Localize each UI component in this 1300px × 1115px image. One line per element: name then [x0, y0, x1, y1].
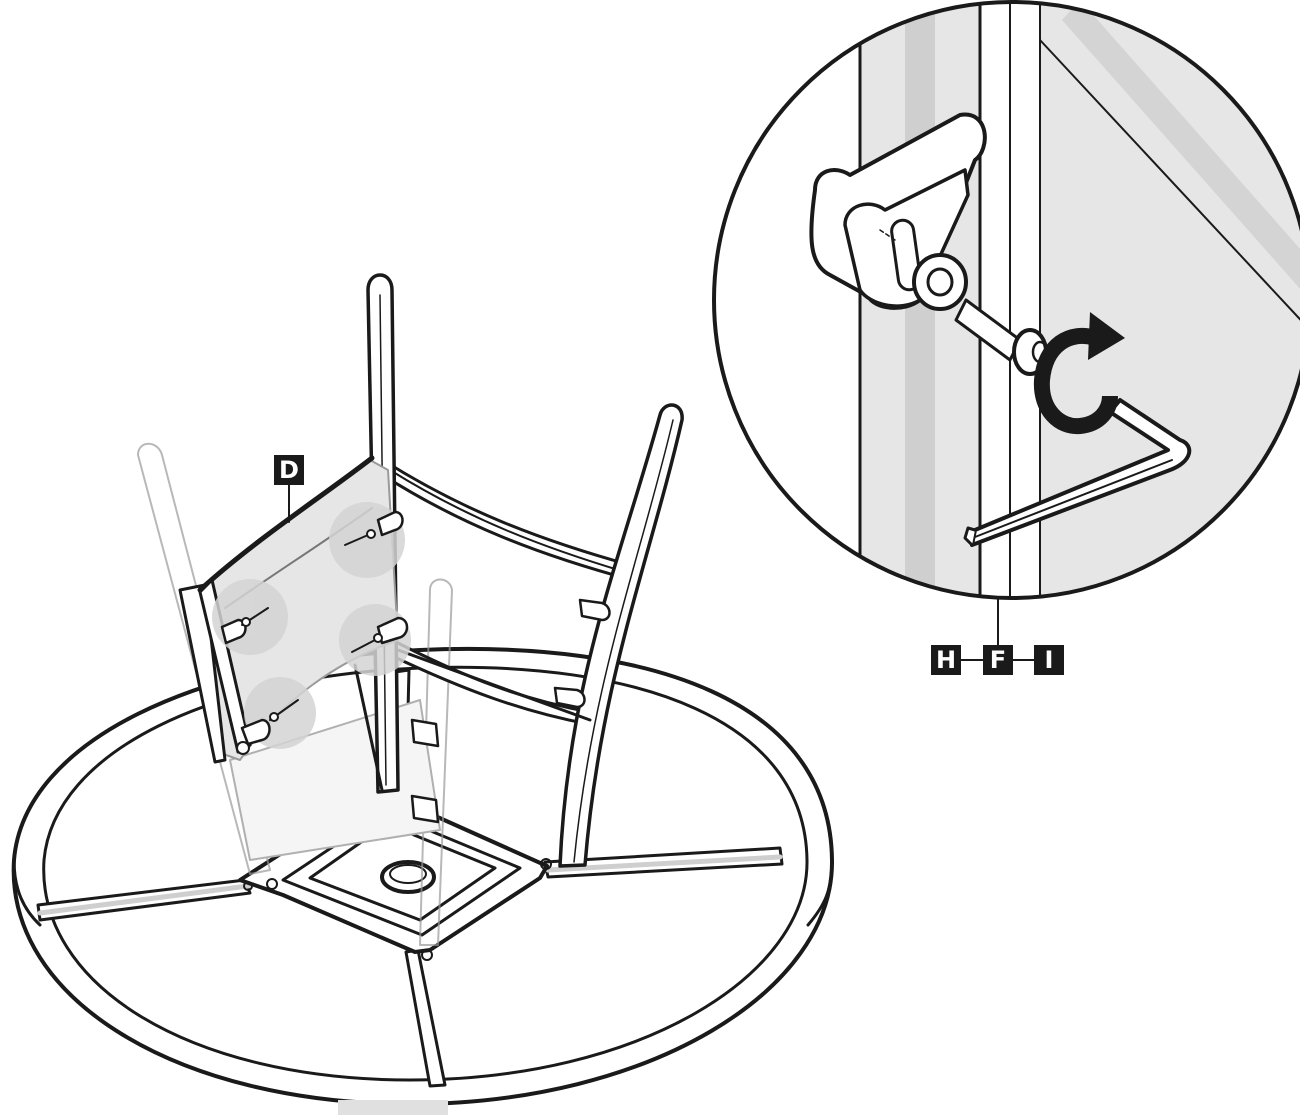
table-frame [137, 273, 684, 946]
detail-bolt-shaft [954, 298, 1022, 362]
brackets [220, 510, 611, 824]
part-label-h: H [931, 645, 961, 675]
part-label-d: D [274, 455, 304, 485]
clockwise-rotation-arrow-icon [1033, 327, 1118, 435]
part-label-i: I [1034, 645, 1064, 675]
bolts [236, 529, 383, 755]
hex-key-icon [970, 398, 1192, 547]
detail-zoom [712, 0, 1300, 661]
leg-right [558, 403, 684, 868]
base-ring [11, 646, 835, 1106]
part-label-f: F [983, 645, 1013, 675]
detail-glass-panel [1040, 2, 1300, 598]
lower-rail [396, 648, 592, 722]
detail-washer [912, 253, 968, 311]
detail-slot [890, 218, 922, 292]
